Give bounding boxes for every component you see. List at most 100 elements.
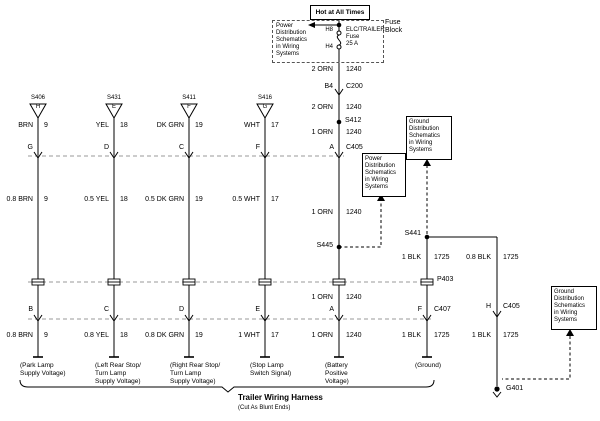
circuit-number: 18 bbox=[120, 196, 128, 203]
connector-symbols-c405 bbox=[33, 151, 344, 159]
splice-label-s406: S406 bbox=[30, 95, 46, 101]
circuit-number: 1725 bbox=[503, 254, 519, 261]
connector-label-c405: C405 bbox=[346, 144, 363, 151]
splice-label-s445: S445 bbox=[316, 242, 333, 249]
ground-symbol-g401 bbox=[492, 391, 502, 398]
circuit-number: 1240 bbox=[346, 104, 362, 111]
triangle-letter: H bbox=[35, 104, 41, 110]
connector-row-lines bbox=[28, 155, 434, 320]
circuit-number: 1240 bbox=[346, 66, 362, 73]
wire-label: BRN bbox=[18, 122, 33, 129]
splice-label-s416: S416 bbox=[257, 95, 273, 101]
fuse-pin-top: H8 bbox=[325, 27, 333, 33]
circuit-number: 17 bbox=[271, 196, 279, 203]
circuit-number: 17 bbox=[271, 122, 279, 129]
circuit-number: 18 bbox=[120, 122, 128, 129]
connector-label-c200: C200 bbox=[346, 83, 363, 90]
circuit-number: 1240 bbox=[346, 332, 362, 339]
ground-label-g401: G401 bbox=[506, 385, 524, 392]
circuit-number: 1725 bbox=[434, 254, 450, 261]
reference-dashed-lines bbox=[339, 166, 571, 380]
connector-pin: B4 bbox=[324, 83, 333, 90]
wire-label: 1 ORN bbox=[311, 209, 333, 216]
circuit-number: 1240 bbox=[346, 294, 362, 301]
wire-label: DK GRN bbox=[156, 122, 184, 129]
wire-label: 1 ORN bbox=[311, 332, 333, 339]
connector-pin: D bbox=[178, 306, 184, 313]
wire-label: 1 BLK bbox=[401, 254, 421, 261]
fuse-name: ELC/TRAILER bbox=[346, 27, 385, 33]
splice-label-s431: S431 bbox=[106, 95, 122, 101]
junction-dots bbox=[336, 22, 500, 392]
wire-label: 0.8 BRN bbox=[6, 196, 33, 203]
connector-pin: C bbox=[103, 306, 109, 313]
connector-pin: D bbox=[103, 144, 109, 151]
inline-connector-symbols-p403 bbox=[31, 278, 434, 286]
circuit-number: 1240 bbox=[346, 209, 362, 216]
connector-label-c405: C405 bbox=[503, 303, 520, 310]
harness-subtitle: (Cut As Blunt Ends) bbox=[238, 405, 291, 411]
harness-brace bbox=[19, 379, 435, 393]
connector-pin: B bbox=[28, 306, 33, 313]
wire-label: 0.8 DK GRN bbox=[145, 332, 184, 339]
wire-label: 0.5 YEL bbox=[84, 196, 109, 203]
circuit-number: 9 bbox=[44, 196, 48, 203]
connector-pin: F bbox=[255, 144, 260, 151]
circuit-number: 19 bbox=[195, 332, 203, 339]
connector-label-p403: P403 bbox=[437, 276, 454, 283]
connector-pin: H bbox=[485, 303, 491, 310]
wire-label: 0.8 YEL bbox=[84, 332, 109, 339]
wire-label: 0.5 DK GRN bbox=[145, 196, 184, 203]
triangle-letter: G bbox=[262, 104, 268, 110]
connector-pin: C bbox=[178, 144, 184, 151]
splice-label-s441: S441 bbox=[404, 230, 421, 237]
wire-label: 1 BLK bbox=[401, 332, 421, 339]
triangle-letter: F bbox=[187, 104, 191, 110]
harness-title: Trailer Wiring Harness bbox=[238, 393, 323, 402]
circuit-number: 19 bbox=[195, 122, 203, 129]
fuse-pin-bottom: H4 bbox=[325, 44, 333, 50]
circuit-number: 1725 bbox=[503, 332, 519, 339]
circuit-number: 1725 bbox=[434, 332, 450, 339]
wire-label: 1 ORN bbox=[311, 129, 333, 136]
wire-label: 0.8 BLK bbox=[466, 254, 491, 261]
wire-label: 1 WHT bbox=[238, 332, 260, 339]
fuse-block-outline bbox=[272, 20, 384, 63]
fuse-rating: 25 A bbox=[346, 41, 359, 47]
circuit-number: 1240 bbox=[346, 129, 362, 136]
connector-pin: A bbox=[329, 144, 334, 151]
wire-label: 2 ORN bbox=[311, 66, 333, 73]
circuit-number: 17 bbox=[271, 332, 279, 339]
wire-label: 1 BLK bbox=[471, 332, 491, 339]
wire-label: 0.5 WHT bbox=[232, 196, 260, 203]
power-ref-arrow bbox=[308, 22, 339, 28]
circuit-number: 18 bbox=[120, 332, 128, 339]
hot-at-all-times-box: Hot at All Times bbox=[310, 5, 370, 20]
wire-label: 1 ORN bbox=[311, 294, 333, 301]
connector-pin: F bbox=[417, 306, 422, 313]
fuse-symbol bbox=[336, 30, 342, 50]
triangle-letter: E bbox=[111, 104, 117, 110]
function-label-ground: (Ground) bbox=[415, 362, 442, 369]
connector-label-c407: C407 bbox=[434, 306, 451, 313]
fuse-type: Fuse bbox=[346, 34, 360, 40]
wire-label: WHT bbox=[244, 122, 260, 129]
connector-pin: E bbox=[255, 306, 260, 313]
splice-label-s411: S411 bbox=[182, 95, 196, 101]
wire-label: 2 ORN bbox=[311, 104, 333, 111]
splice-label-s412: S412 bbox=[345, 117, 362, 124]
wire-label: YEL bbox=[95, 122, 109, 129]
reference-arrowheads bbox=[377, 159, 574, 336]
connector-symbols-c407 bbox=[33, 88, 502, 322]
